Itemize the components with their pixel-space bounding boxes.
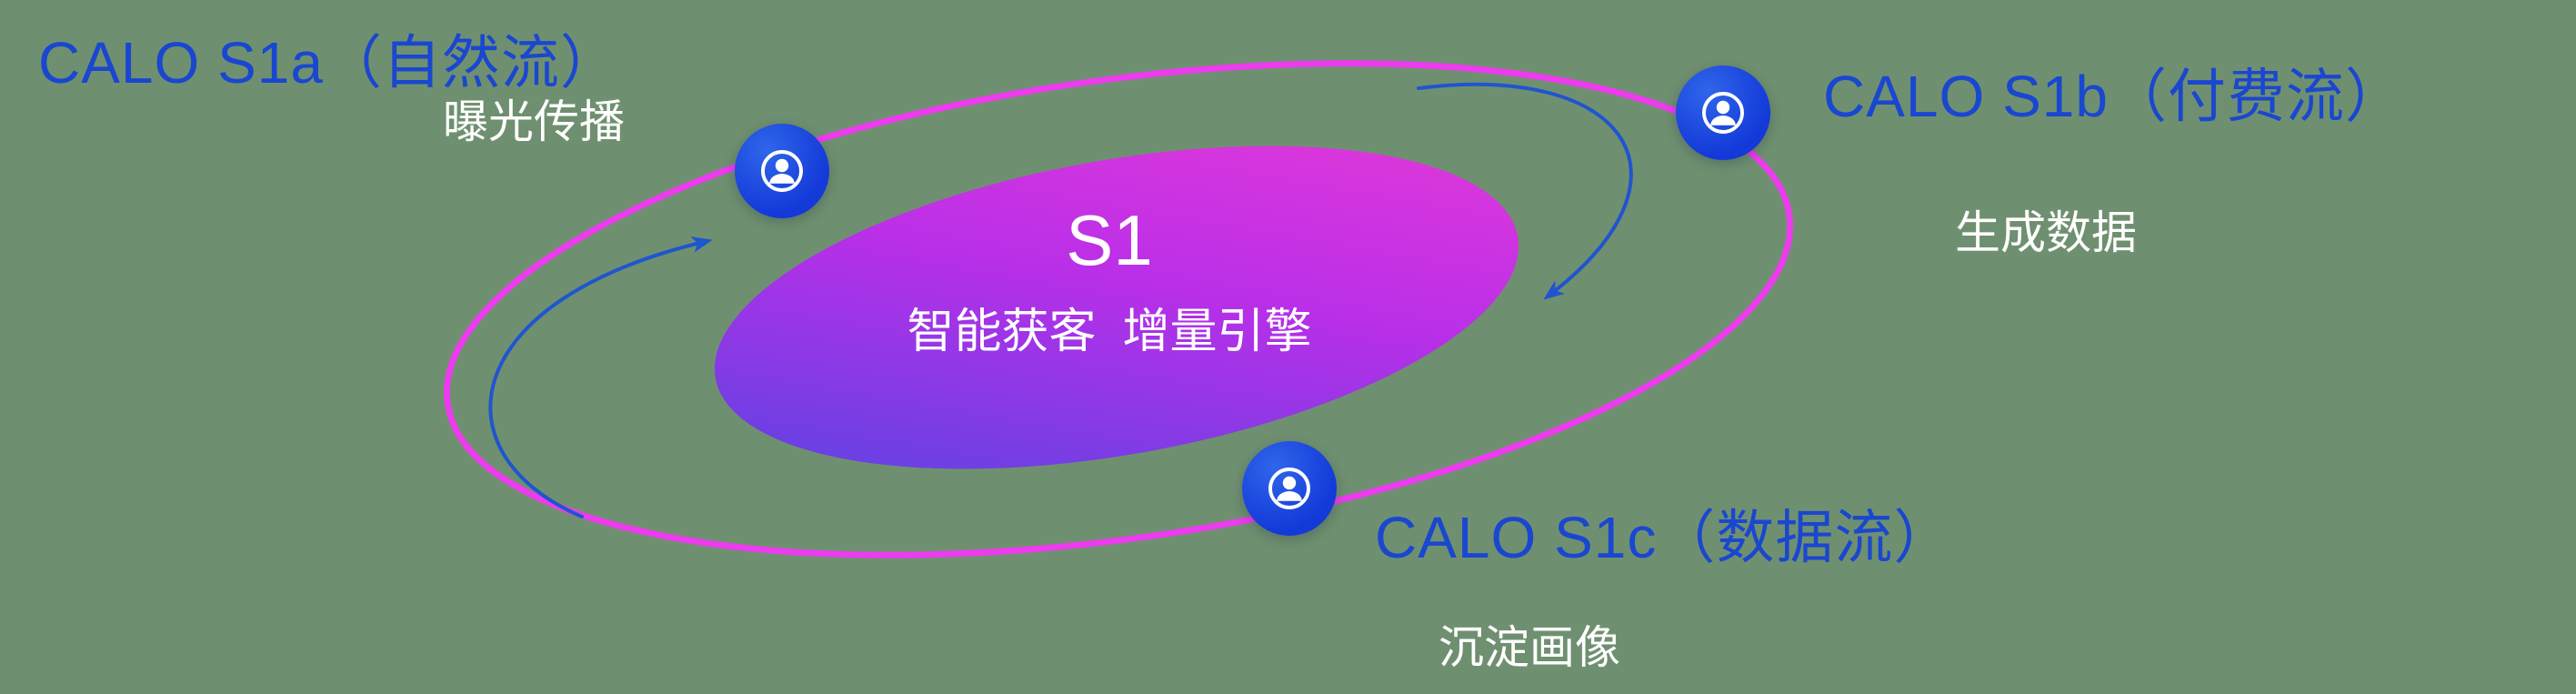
user-icon — [1702, 92, 1744, 134]
label-s1a-subtitle: 曝光传播 — [443, 96, 625, 147]
core-ellipse — [714, 146, 1519, 469]
user-icon — [1268, 468, 1310, 509]
label-s1a-title: CALO S1a（自然流） — [38, 30, 619, 96]
core-subtitle: 智能获客 增量引擎 — [907, 305, 1312, 358]
node-s1b — [1676, 65, 1770, 160]
core-text: S1 智能获客 增量引擎 — [837, 200, 1382, 361]
arrow-left — [488, 236, 713, 518]
node-s1a — [735, 124, 829, 218]
label-s1c-title: CALO S1c（数据流） — [1375, 505, 1953, 570]
label-s1b-subtitle: 生成数据 — [1955, 207, 2137, 258]
label-s1b-title: CALO S1b（付费流） — [1823, 64, 2404, 129]
user-icon — [761, 150, 803, 192]
orbit-ellipse — [443, 60, 1794, 558]
label-s1c-subtitle: 沉淀画像 — [1438, 622, 1620, 673]
arrow-right — [1417, 82, 1633, 300]
core-title: S1 — [1066, 200, 1153, 280]
node-s1c — [1242, 441, 1337, 536]
